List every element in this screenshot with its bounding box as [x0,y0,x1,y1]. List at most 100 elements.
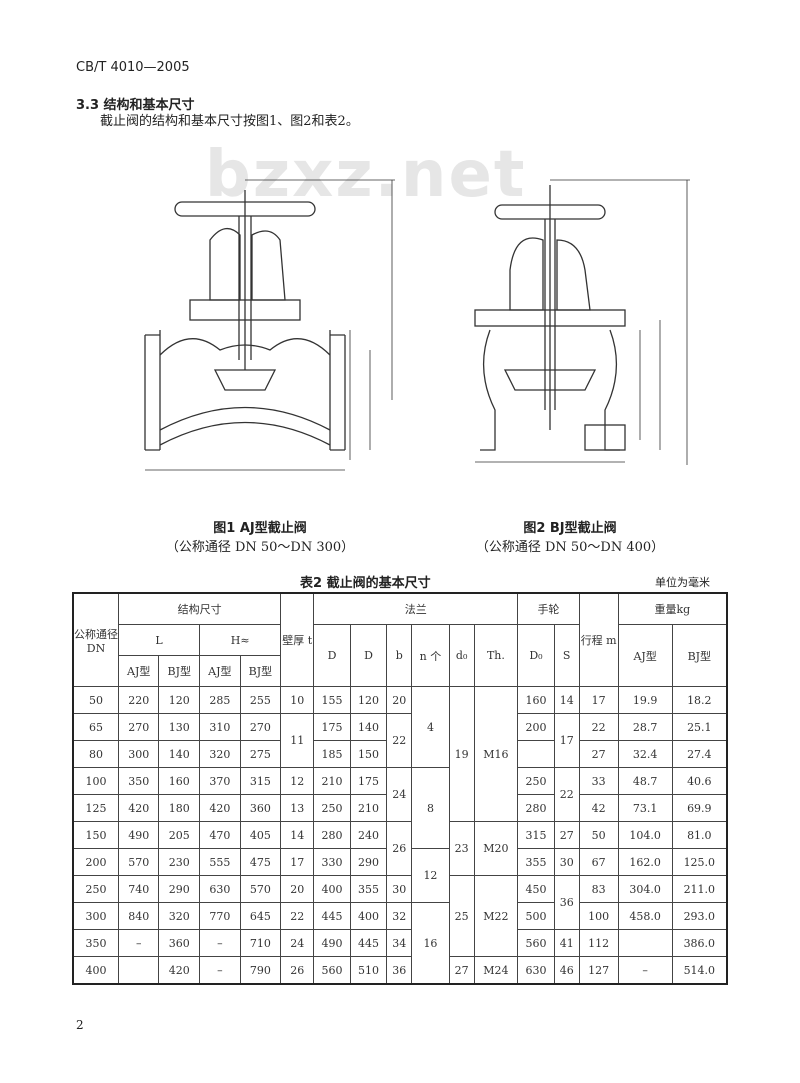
cell-b: 20 [386,686,413,714]
cell-l-bj: 180 [158,794,201,822]
header-handwheel: 手轮 [517,592,580,625]
header-wall-thickness: 壁厚 t [280,592,315,687]
cell-weight-aj: 48.7 [617,767,673,795]
cell-l-bj: 320 [158,902,201,930]
cell-l-aj: 420 [117,794,160,822]
cell-stroke: 42 [578,794,619,822]
header-b: b [386,624,413,687]
cell-l-bj: 230 [158,848,201,876]
cell-d1: 210 [349,794,388,822]
header-L-bj: BJ型 [158,655,201,687]
cell-stroke: 67 [578,848,619,876]
cell-l-aj: 300 [117,740,160,768]
cell-l-bj: 205 [158,821,201,849]
cell-h-bj: 570 [239,875,282,903]
cell-dn: 350 [72,929,119,957]
cell-weight-bj: 514.0 [671,956,728,985]
header-weight-bj: BJ型 [671,624,728,687]
cell-d1: 355 [349,875,388,903]
cell-stroke: 27 [578,740,619,768]
cell-d1: 150 [349,740,388,768]
header-structure: 结构尺寸 [117,592,282,625]
cell-h-bj: 315 [239,767,282,795]
header-flange: 法兰 [313,592,519,625]
cell-h-bj: 255 [239,686,282,714]
cell-handwheel-d: 450 [517,875,555,903]
cell-t: 20 [280,875,315,903]
header-weight: 重量kg [617,592,728,625]
cell-d1: 510 [349,956,388,985]
cell-handwheel-d: 315 [517,821,555,849]
cell-h-aj: 470 [199,821,241,849]
cell-stroke: 33 [578,767,619,795]
figure-1-subtitle: （公称通径 DN 50～DN 300） [165,540,355,555]
cell-s: 17 [553,713,580,768]
cell-s: 46 [553,956,580,985]
cell-b: 22 [386,713,413,768]
cell-handwheel-d: 560 [517,929,555,957]
section-heading: 3.3 结构和基本尺寸 [76,98,195,113]
cell-stroke: 100 [578,902,619,930]
header-D1: D [349,624,388,687]
intro-text: 截止阀的结构和基本尺寸按图1、图2和表2。 [100,114,359,129]
cell-h-bj: 405 [239,821,282,849]
cell-t: 13 [280,794,315,822]
cell-d: 175 [313,713,351,741]
figure-2-subtitle: （公称通径 DN 50～DN 400） [475,540,665,555]
cell-d: 185 [313,740,351,768]
header-n: n 个 [411,624,450,687]
cell-l-bj: 130 [158,713,201,741]
cell-d: 280 [313,821,351,849]
cell-thread: M22 [473,875,519,957]
cell-l-bj: 140 [158,740,201,768]
cell-weight-aj: 304.0 [617,875,673,903]
cell-h-aj: 310 [199,713,241,741]
cell-h-bj: 360 [239,794,282,822]
cell-d: 490 [313,929,351,957]
header-L-aj: AJ型 [117,655,160,687]
cell-handwheel-d: 280 [517,794,555,822]
cell-weight-aj: 19.9 [617,686,673,714]
standard-number: CB/T 4010—2005 [76,60,190,75]
cell-h-aj: 630 [199,875,241,903]
cell-s: 27 [553,821,580,849]
cell-h-aj: 420 [199,794,241,822]
cell-weight-aj: 32.4 [617,740,673,768]
cell-h-aj: – [199,929,241,957]
cell-s: 41 [553,929,580,957]
cell-l-aj: 740 [117,875,160,903]
cell-d0: 27 [448,956,475,985]
cell-stroke: 22 [578,713,619,741]
cell-stroke: 112 [578,929,619,957]
cell-weight-bj: 40.6 [671,767,728,795]
cell-d: 250 [313,794,351,822]
cell-l-bj: 360 [158,929,201,957]
cell-handwheel-d: 160 [517,686,555,714]
cell-d: 560 [313,956,351,985]
cell-s: 14 [553,686,580,714]
cell-l-aj: 490 [117,821,160,849]
cell-h-aj: 555 [199,848,241,876]
cell-h-bj: 790 [239,956,282,985]
cell-n: 4 [411,686,450,768]
cell-b: 34 [386,929,413,957]
header-d0: d₀ [448,624,475,687]
cell-dn: 50 [72,686,119,714]
cell-d1: 290 [349,848,388,876]
header-H: H≈ [199,624,282,656]
cell-l-aj [117,956,160,985]
cell-n: 16 [411,902,450,985]
cell-handwheel-d: 630 [517,956,555,985]
cell-d1: 240 [349,821,388,849]
header-handwheel-d: D₀ [517,624,555,687]
figure-2-caption: 图2 BJ型截止阀 （公称通径 DN 50～DN 400） [440,517,700,555]
cell-d1: 175 [349,767,388,795]
cell-h-aj: 770 [199,902,241,930]
cell-d: 445 [313,902,351,930]
cell-dn: 200 [72,848,119,876]
cell-l-aj: 220 [117,686,160,714]
